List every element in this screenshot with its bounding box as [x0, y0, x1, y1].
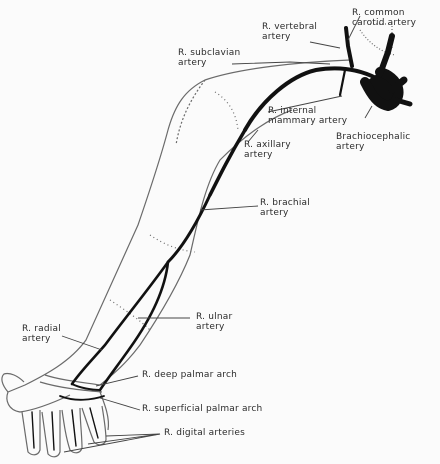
label-brachiocephalic: Brachiocephalic artery [336, 132, 410, 152]
label-subclavian-line2: artery [178, 58, 207, 68]
label-common-carotid-line1: R. common [352, 8, 405, 18]
label-radial: R. radial artery [22, 324, 61, 344]
label-radial-line1: R. radial [22, 324, 61, 334]
common-carotid-vessel [377, 33, 395, 77]
label-internal-mammary-line2: mammary artery [268, 116, 348, 126]
label-internal-mammary: R. internal mammary artery [268, 106, 347, 126]
label-internal-mammary-line1: R. internal [268, 106, 317, 116]
label-vertebral: R. vertebral artery [262, 22, 317, 42]
label-digital: R. digital arteries [164, 428, 245, 438]
label-subclavian-line1: R. subclavian [178, 48, 241, 58]
label-axillary-line1: R. axillary [244, 140, 291, 150]
label-deep-palmar: R. deep palmar arch [142, 370, 237, 380]
label-ulnar-line1: R. ulnar [196, 312, 233, 322]
brachial-vessel [166, 193, 212, 264]
label-superficial-palmar: R. superficial palmar arch [142, 404, 262, 414]
deep-palmar-arch [71, 383, 101, 391]
ulnar-vessel [98, 260, 170, 392]
label-ulnar: R. ulnar artery [196, 312, 232, 332]
label-axillary: R. axillary artery [244, 140, 291, 160]
leader-lines [61, 15, 373, 453]
label-brachial-line2: artery [260, 208, 289, 218]
label-deep-palmar-line1: R. deep palmar arch [142, 370, 238, 380]
internal-mammary-vessel [338, 68, 347, 97]
label-ulnar-line2: artery [196, 322, 225, 332]
label-vertebral-line2: artery [262, 32, 291, 42]
superficial-palmar-arch [59, 395, 105, 401]
subclavian-vessel [243, 66, 378, 132]
label-superficial-palmar-line1: R. superficial palmar arch [142, 404, 263, 414]
label-common-carotid: R. common carotid artery [352, 8, 416, 28]
label-subclavian: R. subclavian artery [178, 48, 240, 68]
arm-outline [1, 23, 396, 458]
label-brachial: R. brachial artery [260, 198, 310, 218]
label-brachiocephalic-line2: artery [336, 142, 365, 152]
radial-vessel [70, 260, 170, 386]
artery-tree [31, 26, 413, 451]
vertebral-vessel [344, 26, 354, 68]
axillary-vessel [208, 128, 247, 197]
label-digital-line1: R. digital arteries [164, 428, 245, 438]
label-radial-line2: artery [22, 334, 51, 344]
label-common-carotid-line2: carotid artery [352, 18, 417, 28]
label-axillary-line2: artery [244, 150, 273, 160]
label-vertebral-line1: R. vertebral [262, 22, 318, 32]
label-brachial-line1: R. brachial [260, 198, 310, 208]
label-brachiocephalic-line1: Brachiocephalic [336, 132, 411, 142]
